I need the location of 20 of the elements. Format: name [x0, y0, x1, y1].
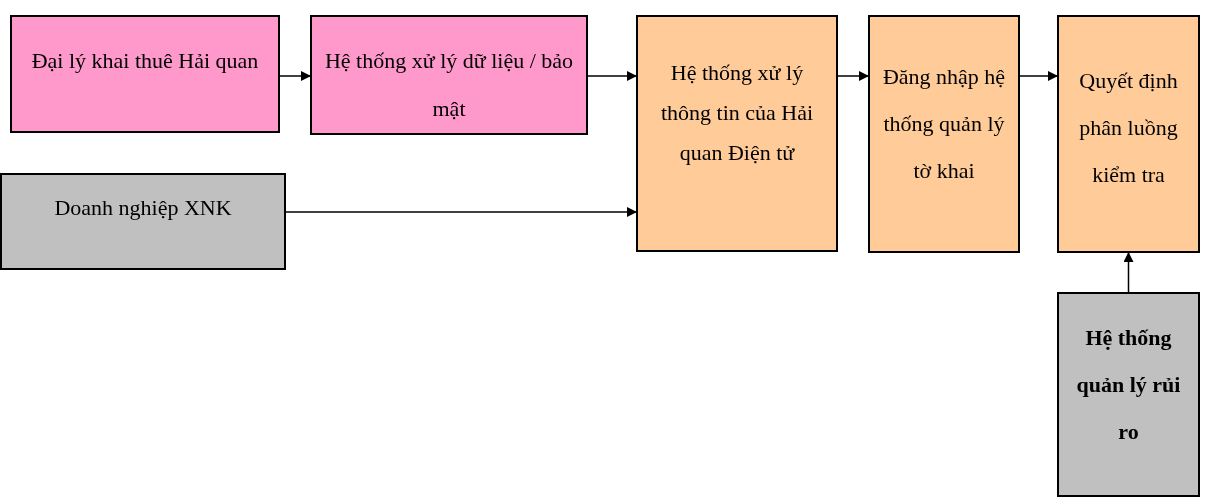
process-box	[310, 15, 588, 135]
arrow	[1019, 71, 1058, 81]
box-label: Doanh nghiệp XNK	[53, 194, 233, 222]
process-box	[0, 173, 286, 270]
arrow	[837, 71, 869, 81]
box-label: Hệ thống quản lý rủi ro	[1075, 324, 1182, 446]
box-label: Hệ thống xử lý dữ liệu / bảo mật	[324, 47, 574, 123]
box-label: Quyết định phân luồng kiểm tra	[1078, 67, 1179, 189]
box-label: Đại lý khai thuê Hải quan	[30, 47, 260, 75]
arrow	[587, 71, 637, 81]
arrow	[285, 207, 637, 217]
box-label: Hệ thống xử lý thông tin của Hải quan Điện tử	[659, 59, 815, 167]
process-box	[10, 15, 280, 133]
process-box	[1057, 292, 1200, 497]
arrow	[1123, 252, 1134, 293]
box-label: Đăng nhập hệ thống quản lý tờ khai	[881, 63, 1007, 185]
arrow	[279, 71, 311, 81]
process-box	[1057, 15, 1200, 253]
process-box	[636, 15, 838, 252]
process-box	[868, 15, 1020, 253]
